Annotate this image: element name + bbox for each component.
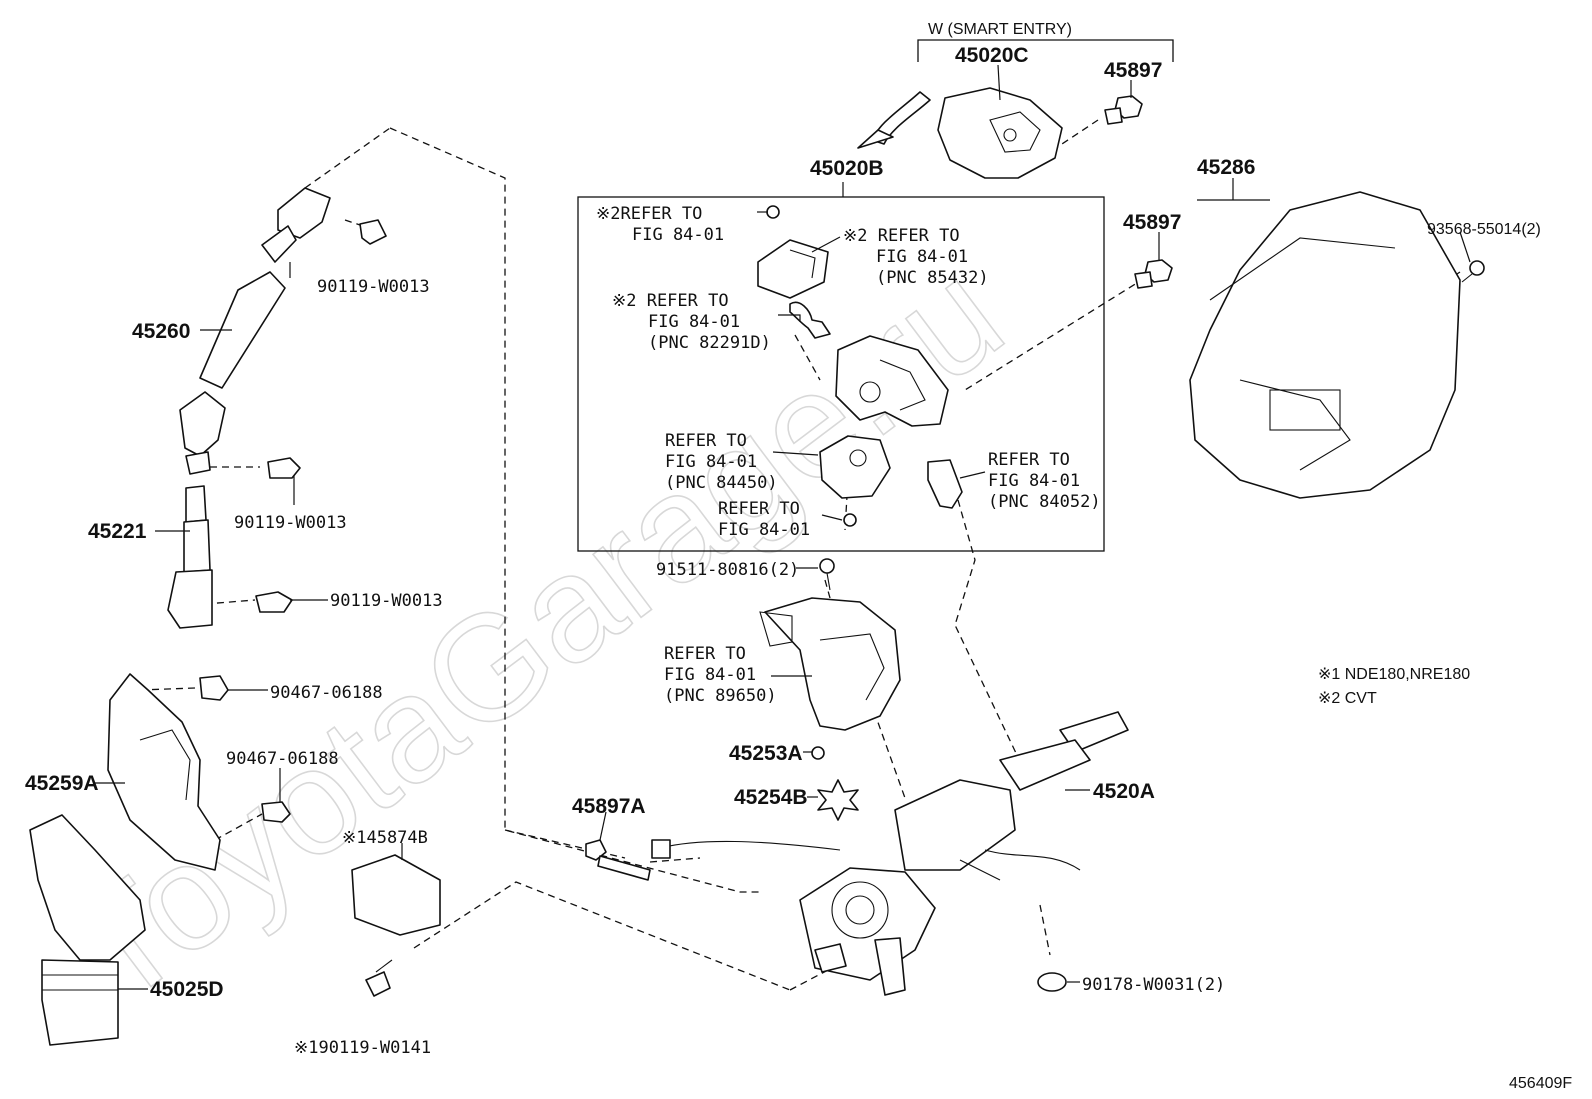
note-1: ※1 NDE180,NRE180 — [1318, 666, 1470, 683]
part-45897-mid — [1134, 259, 1173, 289]
bolt-90119-b — [267, 457, 301, 479]
ref-callout-1-line2: FIG 84-01 — [632, 225, 724, 245]
label-90467-a: 90467-06188 — [270, 683, 383, 703]
ref-callout-2-line3: (PNC 85432) — [876, 268, 989, 288]
label-45020C: 45020C — [955, 44, 1029, 67]
part-45897-top — [1104, 95, 1143, 125]
label-91511: 91511-80816(2) — [656, 560, 799, 580]
part-45897A — [585, 839, 651, 881]
screw-ref-1 — [766, 205, 780, 219]
sensor-84052 — [927, 459, 963, 509]
ref-callout-5-line3: (PNC 84052) — [988, 492, 1101, 512]
ref-callout-7-line1: REFER TO — [664, 644, 746, 664]
ref-callout-7-line2: FIG 84-01 — [664, 665, 756, 685]
boot-45025D — [29, 814, 146, 1046]
label-90119-a: 90119-W0013 — [317, 277, 430, 297]
label-45253A: 45253A — [729, 742, 803, 765]
screw-ref-2 — [843, 513, 857, 527]
labels: W (SMART ENTRY) 45020C 45897 45020B 4528… — [25, 21, 1572, 1092]
part-91511 — [819, 558, 835, 591]
ref-callout-6-line1: REFER TO — [718, 499, 800, 519]
ref-callout-3-line1: ※2 REFER TO — [612, 291, 729, 311]
ref-callout-5-line1: REFER TO — [988, 450, 1070, 470]
ref-callout-1-line1: ※2REFER TO — [596, 204, 702, 224]
figure-code: 456409F — [1509, 1075, 1572, 1092]
shaft-45260 — [179, 187, 331, 475]
ref-callout-4-line3: (PNC 84450) — [665, 473, 778, 493]
label-90119-W0141: ※190119-W0141 — [294, 1038, 431, 1058]
leader-lines — [95, 64, 1471, 990]
label-93568: 93568-55014(2) — [1427, 221, 1541, 238]
label-45020B: 45020B — [810, 157, 884, 180]
column-cover-45286 — [1189, 191, 1461, 499]
part-45254B — [817, 779, 859, 821]
bolt-90119-a — [359, 219, 387, 245]
part-93568 — [1461, 260, 1485, 283]
clip-90467-b — [261, 801, 291, 823]
bolt-90119-c — [255, 591, 293, 613]
part-45253A — [811, 746, 825, 760]
label-45286: 45286 — [1197, 156, 1255, 179]
label-smart-entry: W (SMART ENTRY) — [928, 21, 1072, 38]
ref-callout-3-line3: (PNC 82291D) — [648, 333, 771, 353]
label-45254B: 45254B — [734, 786, 808, 809]
label-45897-top: 45897 — [1104, 59, 1162, 82]
label-90467-b: 90467-06188 — [226, 749, 339, 769]
transponder-89650 — [759, 597, 901, 731]
direction-arrow-icon — [857, 91, 931, 149]
label-4520A: 4520A — [1093, 780, 1155, 803]
label-45025D: 45025D — [150, 978, 224, 1001]
clip-90467-a — [199, 675, 229, 701]
smart-entry-bracket — [917, 39, 1174, 62]
sub-assembly-frame — [577, 196, 1105, 552]
label-90178: 90178-W0031(2) — [1082, 975, 1225, 995]
part-90178 — [1037, 972, 1067, 992]
label-45259A: 45259A — [25, 772, 99, 795]
ignition-housing — [835, 335, 949, 427]
label-45260: 45260 — [132, 320, 190, 343]
ref-callout-2-line2: FIG 84-01 — [876, 247, 968, 267]
label-45874B: ※145874B — [342, 828, 428, 848]
ref-callout-4-line1: REFER TO — [665, 431, 747, 451]
steering-column-4520A — [799, 711, 1129, 996]
label-45897A: 45897A — [572, 795, 646, 818]
ref-callout-4-line2: FIG 84-01 — [665, 452, 757, 472]
steering-harness — [659, 840, 841, 851]
switch-84450 — [819, 435, 891, 499]
part-45874B — [351, 854, 441, 936]
label-90119-b: 90119-W0013 — [234, 513, 347, 533]
label-45897-mid: 45897 — [1123, 211, 1181, 234]
cover-45259A — [107, 673, 221, 871]
ref-callout-2-line1: ※2 REFER TO — [843, 226, 960, 246]
bolt-90119-W0141 — [365, 959, 393, 997]
ref-callout-6-line2: FIG 84-01 — [718, 520, 810, 540]
harness-connector — [651, 839, 671, 859]
shaft-45221 — [167, 485, 213, 629]
harness-82291D — [789, 301, 831, 339]
note-2: ※2 CVT — [1318, 690, 1377, 707]
ref-callout-7-line3: (PNC 89650) — [664, 686, 777, 706]
connector-85432 — [757, 239, 829, 299]
label-45221: 45221 — [88, 520, 147, 543]
label-90119-c: 90119-W0013 — [330, 591, 443, 611]
ref-callout-3-line2: FIG 84-01 — [648, 312, 740, 332]
part-45020C — [937, 87, 1063, 179]
ref-callout-5-line2: FIG 84-01 — [988, 471, 1080, 491]
